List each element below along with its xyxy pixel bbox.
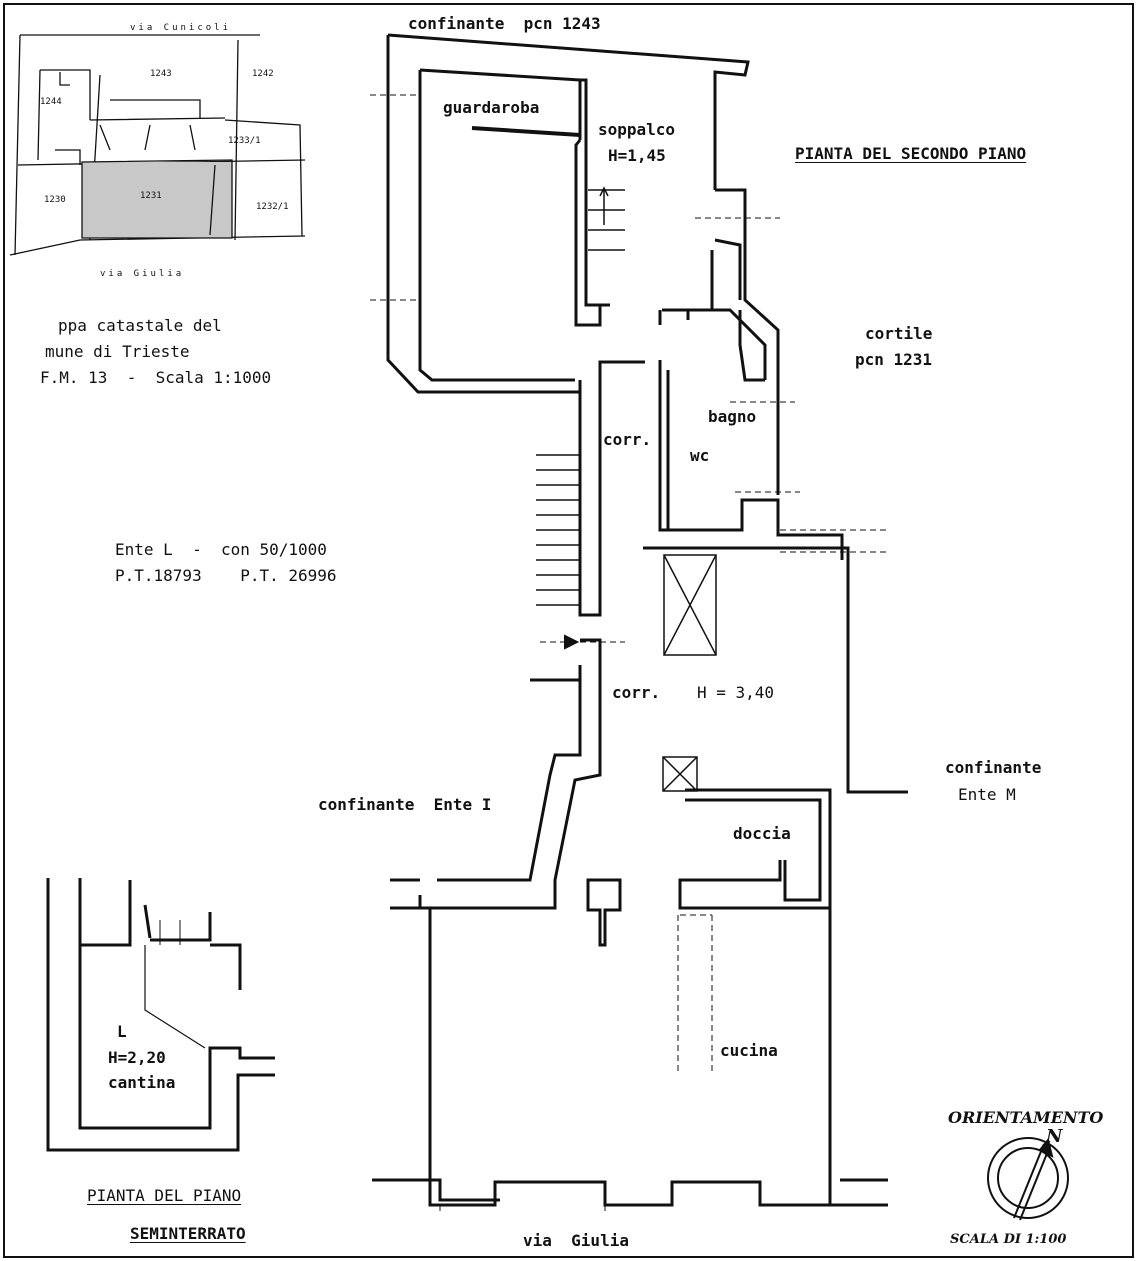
inset-street-bottom: via Giulia — [100, 269, 185, 279]
compass-icon — [987, 1137, 1069, 1221]
neighbor-ente-m-line-1: confinante — [945, 758, 1042, 777]
basement-room: cantina — [108, 1073, 176, 1092]
orientation-title: ORIENTAMENTO — [948, 1108, 1104, 1127]
courtyard-label: cortile — [865, 324, 933, 343]
entrance-arrow-icon — [564, 634, 580, 650]
cadastral-map — [9, 34, 306, 256]
plan-title: PIANTA DEL SECONDO PIANO — [795, 144, 1027, 163]
dimension-lines — [370, 94, 890, 1215]
room-doccia: doccia — [733, 824, 791, 843]
inset-caption-line-1: ppa catastale del — [58, 316, 222, 335]
street-label: via Giulia — [523, 1231, 629, 1250]
unit-info-line-2: P.T.18793 P.T. 26996 — [115, 566, 337, 585]
hatch-shafts — [662, 554, 717, 792]
basement-title-line-2: SEMINTERRATO — [130, 1224, 246, 1243]
neighbor-ente-m-line-2: Ente M — [958, 785, 1016, 804]
inset-caption-line-3: F.M. 13 - Scala 1:1000 — [40, 368, 272, 387]
second-floor-plan — [372, 33, 908, 1207]
parcel-1231-shade — [82, 162, 232, 238]
neighbor-ente-i: confinante Ente I — [318, 795, 492, 814]
inset-parcel-1242: 1242 — [252, 69, 274, 79]
room-wc: wc — [690, 446, 710, 465]
inset-parcel-1233: 1233/1 — [228, 136, 261, 146]
room-guardaroba: guardaroba — [443, 98, 540, 117]
inset-street-top: via Cunicoli — [130, 23, 232, 33]
basement-title-line-1: PIANTA DEL PIANO — [87, 1186, 242, 1205]
room-bagno: bagno — [708, 407, 757, 426]
inset-parcel-1230: 1230 — [44, 195, 66, 205]
corr-height: H = 3,40 — [697, 683, 775, 702]
room-corr-upper: corr. — [603, 430, 652, 449]
inset-parcel-1244: 1244 — [40, 97, 62, 107]
inset-parcel-1232: 1232/1 — [256, 202, 289, 212]
basement-room-letter: L — [117, 1022, 127, 1041]
unit-info-line-1: Ente L - con 50/1000 — [115, 540, 327, 559]
inset-caption-line-2: mune di Trieste — [45, 342, 190, 361]
courtyard-parcel: pcn 1231 — [855, 350, 933, 369]
sheet-border — [3, 3, 1134, 1258]
orientation-north: N — [1046, 1126, 1063, 1147]
stairs — [536, 186, 625, 606]
inset-parcel-1231: 1231 — [140, 191, 162, 201]
room-corr-lower: corr. — [612, 683, 661, 702]
inset-parcel-1243: 1243 — [150, 69, 172, 79]
neighbor-top-label: confinante pcn 1243 — [408, 14, 601, 33]
basement-plan — [46, 878, 275, 1152]
room-soppalco: soppalco — [598, 120, 676, 139]
basement-height: H=2,20 — [108, 1048, 166, 1067]
soppalco-height: H=1,45 — [608, 146, 666, 165]
orientation-scale: SCALA DI 1:100 — [950, 1232, 1067, 1247]
room-cucina: cucina — [720, 1041, 778, 1060]
